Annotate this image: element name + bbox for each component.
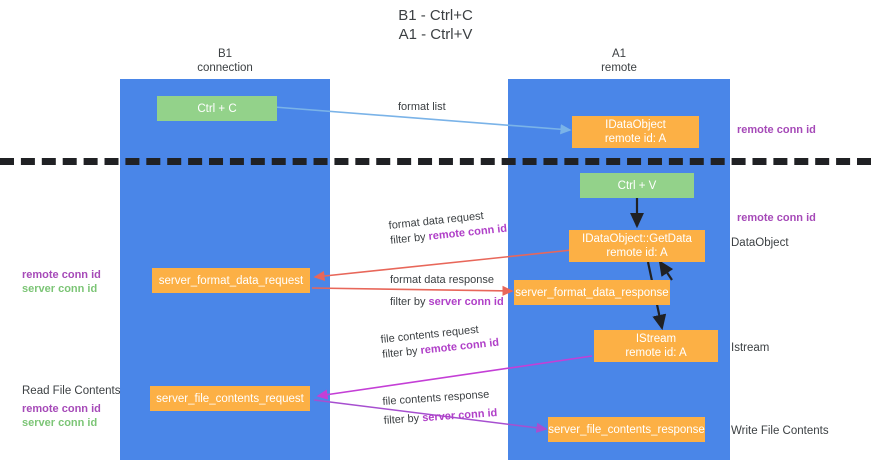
box-ctrl-c[interactable]: Ctrl + C bbox=[157, 96, 277, 121]
label-format-data-response: format data response filter by server co… bbox=[390, 274, 504, 308]
box-istream-line2: remote id: A bbox=[625, 347, 687, 359]
box-server-format-data-request[interactable]: server_format_data_request bbox=[152, 268, 310, 293]
box-server-format-data-request-label: server_format_data_request bbox=[158, 274, 304, 287]
key-server-conn-id: server conn id bbox=[428, 296, 504, 308]
lane-header-a1: A1 remote bbox=[508, 48, 730, 75]
label-format-data-response-filter: filter by server conn id bbox=[390, 296, 504, 308]
lane-header-b1-name: B1 bbox=[217, 48, 233, 60]
lane-header-a1-role: remote bbox=[601, 61, 637, 74]
phase-divider bbox=[0, 158, 871, 165]
lane-header-a1-name: A1 bbox=[611, 48, 627, 60]
diagram-title: B1 - Ctrl+C A1 - Ctrl+V bbox=[0, 6, 871, 44]
box-server-file-contents-response[interactable]: server_file_contents_response bbox=[548, 417, 705, 442]
box-idataobject-line1: IDataObject bbox=[605, 119, 666, 131]
lane-header-b1: B1 connection bbox=[120, 48, 330, 75]
lane-header-b1-role: connection bbox=[197, 61, 253, 74]
annotation-left-conn-ids: remote conn id server conn id bbox=[22, 268, 101, 296]
arrow-file-contents-response bbox=[313, 399, 548, 433]
annotation-left-server-conn-id: server conn id bbox=[22, 283, 98, 295]
box-ctrl-v[interactable]: Ctrl + V bbox=[580, 173, 694, 198]
key-server-conn-id-2: server conn id bbox=[421, 407, 498, 425]
annotation-remote-conn-id-top: remote conn id bbox=[737, 124, 816, 136]
box-idataobject-line2: remote id: A bbox=[604, 133, 667, 145]
box-istream-line1: IStream bbox=[635, 333, 677, 345]
annotation-left-server-conn-id-2: server conn id bbox=[22, 417, 98, 429]
annotation-dataobject: DataObject bbox=[731, 237, 789, 249]
box-server-file-contents-request-label: server_file_contents_request bbox=[156, 392, 304, 405]
arrow-format-data-request bbox=[313, 249, 573, 282]
box-getdata-line2: remote id: A bbox=[606, 247, 668, 259]
annotation-remote-conn-id-mid: remote conn id bbox=[737, 212, 816, 224]
title-line-2: A1 - Ctrl+V bbox=[398, 26, 473, 43]
label-format-list: format list bbox=[398, 101, 446, 113]
box-idataobject-getdata[interactable]: IDataObject::GetData remote id: A bbox=[569, 230, 705, 262]
box-ctrl-v-label: Ctrl + V bbox=[617, 179, 657, 192]
annotation-left-conn-ids-2: remote conn id server conn id bbox=[22, 402, 101, 430]
box-server-format-data-response-label: server_format_data_response bbox=[515, 286, 669, 299]
arrow-format-data-response bbox=[311, 285, 514, 296]
annotation-write-file-contents: Write File Contents bbox=[731, 425, 829, 437]
arrow-format-list bbox=[273, 106, 572, 135]
box-server-file-contents-request[interactable]: server_file_contents_request bbox=[150, 386, 310, 411]
arrow-response-to-getdata bbox=[658, 260, 674, 281]
box-ctrl-c-label: Ctrl + C bbox=[197, 102, 237, 115]
box-server-file-contents-response-label: server_file_contents_response bbox=[548, 423, 705, 436]
box-idataobject[interactable]: IDataObject remote id: A bbox=[572, 116, 699, 148]
annotation-left-remote-conn-id: remote conn id bbox=[22, 269, 101, 281]
box-server-format-data-response[interactable]: server_format_data_response bbox=[514, 280, 670, 305]
box-getdata-line1: IDataObject::GetData bbox=[582, 233, 692, 245]
annotation-istream: Istream bbox=[731, 342, 770, 354]
title-line-1: B1 - Ctrl+C bbox=[398, 7, 473, 24]
arrow-file-contents-request bbox=[316, 355, 593, 400]
annotation-left-remote-conn-id-2: remote conn id bbox=[22, 403, 101, 415]
box-istream[interactable]: IStream remote id: A bbox=[594, 330, 718, 362]
annotation-read-file-contents: Read File Contents bbox=[22, 385, 121, 397]
